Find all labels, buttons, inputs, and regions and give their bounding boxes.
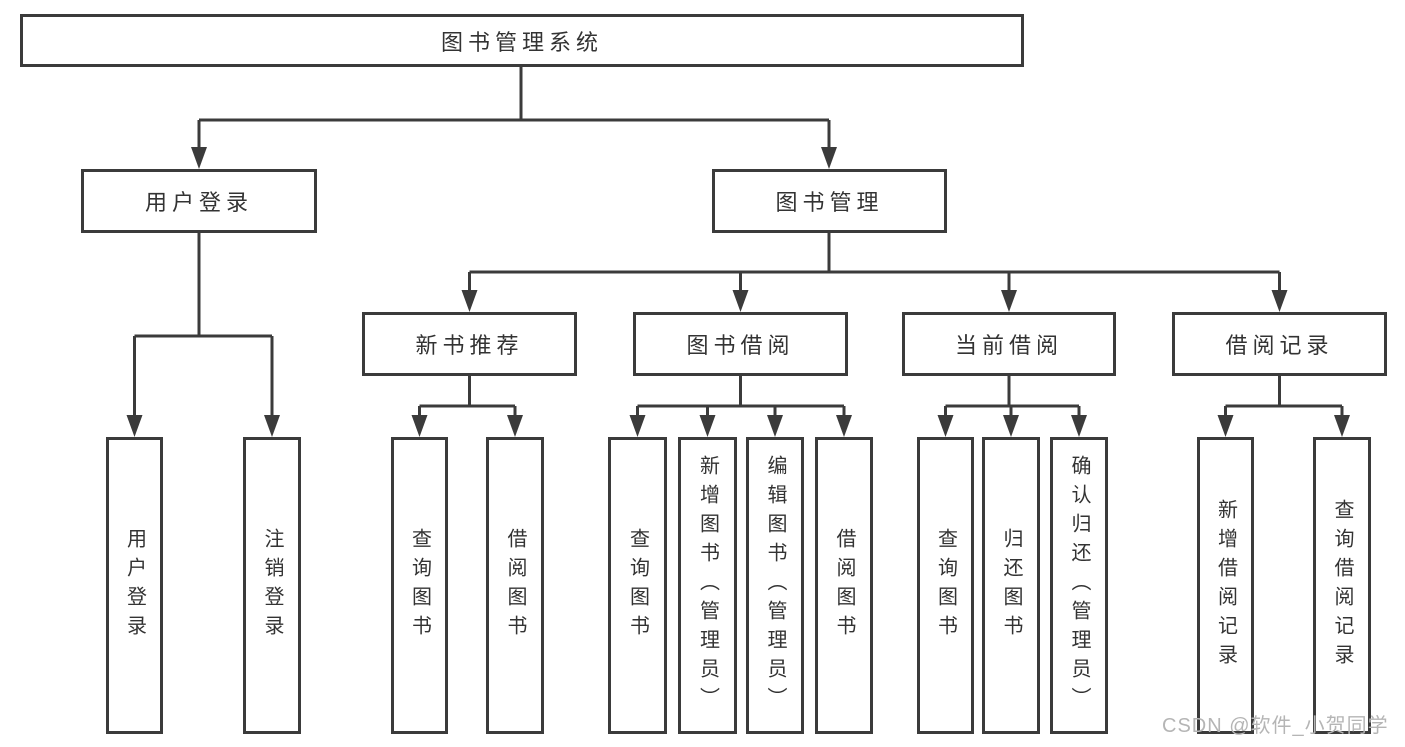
node-label: 图书管理系统: [440, 29, 603, 55]
leaf-query-books-current: 查询图书: [917, 437, 974, 734]
node-label: 借阅记录: [1225, 333, 1334, 358]
leaf-label: 用户登录: [123, 527, 146, 644]
node-borrowing-records: 借阅记录: [1172, 312, 1387, 376]
leaf-logout: 注销登录: [243, 437, 301, 734]
node-label: 当前借阅: [954, 333, 1063, 358]
node-new-book-recommend: 新书推荐: [362, 312, 577, 376]
leaf-label: 确认归还（管理员）: [1068, 455, 1090, 716]
leaf-label: 查询图书: [626, 527, 649, 644]
leaf-label: 注销登录: [261, 527, 283, 644]
node-book-borrowing: 图书借阅: [633, 312, 848, 376]
leaf-borrow-books-recommend: 借阅图书: [486, 437, 544, 734]
leaf-label: 新增图书（管理员）: [696, 455, 719, 716]
leaf-edit-books-admin: 编辑图书（管理员）: [746, 437, 804, 734]
leaf-return-books: 归还图书: [982, 437, 1040, 734]
node-label: 用户登录: [144, 190, 253, 215]
node-label: 图书管理: [775, 190, 884, 215]
leaf-query-books-borrowing: 查询图书: [608, 437, 667, 734]
leaf-label: 查询图书: [408, 527, 431, 644]
node-user-login-branch: 用户登录: [81, 169, 317, 233]
leaf-label: 借阅图书: [833, 527, 855, 644]
leaf-label: 查询图书: [934, 527, 957, 644]
node-label: 新书推荐: [415, 333, 524, 358]
leaf-query-borrow-record: 查询借阅记录: [1313, 437, 1371, 734]
node-current-borrowing: 当前借阅: [902, 312, 1116, 376]
leaf-add-borrow-record: 新增借阅记录: [1197, 437, 1254, 734]
leaf-user-login: 用户登录: [106, 437, 163, 734]
leaf-label: 编辑图书（管理员）: [764, 455, 786, 716]
node-library-management-system: 图书管理系统: [20, 14, 1024, 67]
leaf-add-books-admin: 新增图书（管理员）: [678, 437, 737, 734]
leaf-label: 新增借阅记录: [1214, 498, 1237, 673]
node-label: 图书借阅: [686, 333, 795, 358]
leaf-label: 归还图书: [1000, 527, 1022, 644]
node-book-management-branch: 图书管理: [712, 169, 947, 233]
leaf-label: 借阅图书: [504, 527, 526, 644]
leaf-borrow-books: 借阅图书: [815, 437, 873, 734]
leaf-label: 查询借阅记录: [1331, 498, 1353, 673]
leaf-confirm-return-admin: 确认归还（管理员）: [1050, 437, 1108, 734]
leaf-query-books-recommend: 查询图书: [391, 437, 448, 734]
